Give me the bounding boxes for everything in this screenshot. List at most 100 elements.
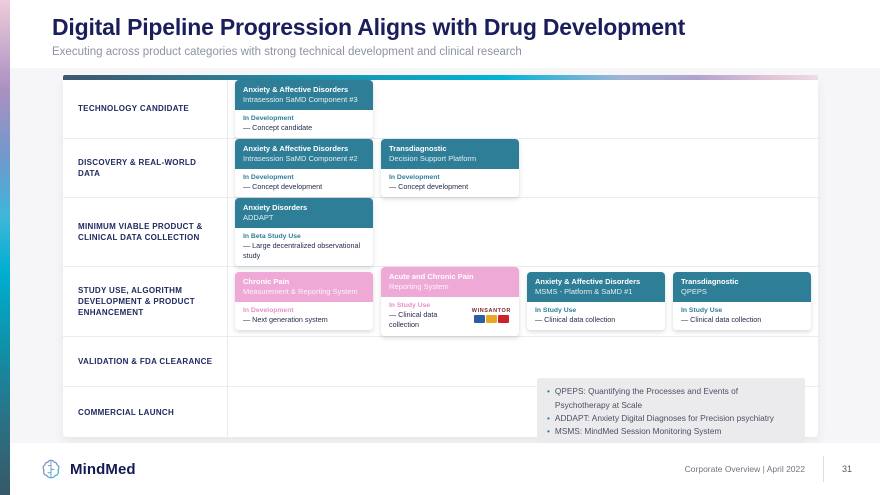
card-text: In Beta Study Use — Large decentralized …	[243, 232, 365, 262]
stage-row-mvp: Minimum Viable Product & Clinical Data C…	[63, 198, 818, 268]
winsantor-flag-blue-icon	[473, 315, 485, 324]
card-text: In Development — Concept candidate	[243, 114, 365, 134]
brain-logo-icon	[42, 459, 60, 479]
card-status: In Study Use	[389, 301, 431, 309]
card-header: Transdiagnostic QPEPS	[673, 272, 811, 302]
stage-content: Anxiety Disorders ADDAPT In Beta Study U…	[228, 198, 818, 267]
stage-content: QPEPS: Quantifying the Processes and Eve…	[228, 378, 818, 446]
pipeline-card-addapt: Anxiety Disorders ADDAPT In Beta Study U…	[235, 198, 373, 267]
card-text: In Development — Concept development	[389, 173, 511, 193]
winsantor-flag-red-icon	[497, 315, 509, 324]
card-detail: — Concept candidate	[243, 123, 313, 133]
card-product: Intrasession SaMD Component #2	[243, 153, 358, 163]
card-status: In Development	[243, 173, 294, 181]
card-product: Decision Support Platform	[389, 153, 477, 163]
stage-content: Chronic Pain Measurement & Reporting Sys…	[228, 267, 818, 336]
footer-divider	[822, 456, 824, 482]
footer-note: Corporate Overview | April 2022	[684, 464, 805, 474]
card-detail: — Clinical data collection	[389, 310, 438, 330]
stage-label-text: Commercial Launch	[78, 407, 175, 417]
pipeline-table: Technology Candidate Anxiety & Affective…	[63, 80, 818, 446]
card-status: In Study Use	[535, 306, 577, 314]
card-text: In Development — Next generation system	[243, 306, 365, 326]
card-category: Chronic Pain	[243, 277, 290, 287]
card-detail: — Clinical data collection	[681, 315, 762, 325]
table-top-gradient-bar	[63, 75, 818, 80]
card-body: In Development — Next generation system	[235, 301, 373, 331]
pipeline-card-qpeps: Transdiagnostic QPEPS In Study Use — Cli…	[673, 272, 811, 331]
card-detail: — Concept development	[389, 182, 469, 192]
slide-header: Digital Pipeline Progression Aligns with…	[52, 14, 832, 58]
card-header: Chronic Pain Measurement & Reporting Sys…	[235, 272, 373, 302]
card-category: Transdiagnostic	[389, 144, 447, 154]
left-gradient-strip	[0, 0, 10, 495]
pipeline-card-msms: Anxiety & Affective Disorders MSMS - Pla…	[527, 272, 665, 331]
stage-label: Technology Candidate	[63, 80, 228, 139]
pipeline-card-intrasession-3: Anxiety & Affective Disorders Intrasessi…	[235, 80, 373, 139]
card-status: In Development	[243, 114, 294, 122]
footer-right: Corporate Overview | April 2022 31	[685, 456, 852, 482]
stage-label: Validation & FDA Clearance	[63, 336, 228, 387]
card-body: In Development — Concept candidate	[235, 109, 373, 139]
card-category: Anxiety & Affective Disorders	[243, 144, 349, 154]
card-status: In Development	[389, 173, 440, 181]
card-status: In Beta Study Use	[243, 232, 301, 240]
card-header: Acute and Chronic Pain Reporting System	[381, 267, 519, 297]
card-product: Intrasession SaMD Component #3	[243, 94, 358, 104]
winsantor-logo-text: WINSANTOR	[471, 308, 511, 315]
card-product: Measurement & Reporting System	[243, 287, 358, 297]
card-detail: — Concept development	[243, 182, 323, 192]
card-header: Anxiety Disorders ADDAPT	[235, 198, 373, 228]
pipeline-card-chronic-pain: Chronic Pain Measurement & Reporting Sys…	[235, 272, 373, 331]
mindmed-brand: MindMed	[40, 458, 136, 480]
winsantor-flag-gold-icon	[485, 315, 497, 324]
card-product: Reporting System	[389, 282, 449, 292]
card-header: Anxiety & Affective Disorders Intrasessi…	[235, 139, 373, 169]
card-category: Anxiety & Affective Disorders	[535, 277, 641, 287]
card-header: Anxiety & Affective Disorders Intrasessi…	[235, 80, 373, 110]
pipeline-card-acute-chronic-pain: Acute and Chronic Pain Reporting System …	[381, 267, 519, 336]
card-status: In Study Use	[681, 306, 723, 314]
stage-label: Discovery & Real-World Data	[63, 139, 228, 198]
card-body: In Beta Study Use — Large decentralized …	[235, 227, 373, 267]
page-title: Digital Pipeline Progression Aligns with…	[52, 14, 686, 40]
card-detail: — Next generation system	[243, 315, 328, 325]
stage-label-text: Validation & FDA Clearance	[78, 356, 213, 366]
stage-label: Commercial Launch	[63, 387, 228, 437]
pipeline-card-decision-support: Transdiagnostic Decision Support Platfor…	[381, 139, 519, 198]
note-addapt: ADDAPT: Anxiety Digital Diagnoses for Pr…	[547, 412, 795, 425]
stage-label-text: Minimum Viable Product & Clinical Data C…	[78, 222, 203, 243]
note-msms: MSMS: MindMed Session Monitoring System	[547, 426, 795, 439]
card-product: MSMS - Platform & SaMD #1	[535, 287, 633, 297]
slide-footer: MindMed Corporate Overview | April 2022 …	[10, 443, 880, 495]
stage-content: Anxiety & Affective Disorders Intrasessi…	[228, 80, 818, 139]
stage-label: Study Use, Algorithm Development & Produ…	[63, 267, 228, 336]
card-body: In Study Use — Clinical data collection	[527, 301, 665, 331]
page-subtitle: Executing across product categories with…	[52, 46, 522, 58]
card-text: In Study Use — Clinical data collection	[681, 306, 803, 326]
card-detail: — Large decentralized observational stud…	[243, 241, 361, 261]
page-number: 31	[841, 464, 852, 474]
abbreviation-notes-box: QPEPS: Quantifying the Processes and Eve…	[537, 378, 805, 446]
winsantor-logo: WINSANTOR	[471, 308, 511, 324]
stage-content: Anxiety & Affective Disorders Intrasessi…	[228, 139, 818, 198]
card-category: Transdiagnostic	[681, 277, 739, 287]
card-category: Acute and Chronic Pain	[389, 272, 474, 282]
winsantor-flags	[472, 315, 511, 324]
stage-label-text: Discovery & Real-World Data	[78, 157, 197, 179]
stage-label-text: Study Use, Algorithm Development & Produ…	[78, 285, 195, 318]
card-text: In Study Use — Clinical data collection	[535, 306, 657, 326]
card-body: In Study Use — Clinical data collection …	[381, 296, 519, 336]
card-status: In Development	[243, 306, 294, 314]
stage-row-commercial-launch: Commercial Launch QPEPS: Quantifying the…	[63, 378, 818, 446]
card-text: In Study Use — Clinical data collection	[389, 301, 469, 331]
card-detail: — Clinical data collection	[535, 315, 616, 325]
brand-name: MindMed	[70, 460, 136, 478]
card-header: Transdiagnostic Decision Support Platfor…	[381, 139, 519, 169]
card-text: In Development — Concept development	[243, 173, 365, 193]
card-category: Anxiety & Affective Disorders	[243, 85, 349, 94]
card-header: Anxiety & Affective Disorders MSMS - Pla…	[527, 272, 665, 302]
note-qpeps: QPEPS: Quantifying the Processes and Eve…	[547, 385, 795, 412]
card-body: In Study Use — Clinical data collection	[673, 301, 811, 331]
stage-row-study-use: Study Use, Algorithm Development & Produ…	[63, 267, 818, 337]
